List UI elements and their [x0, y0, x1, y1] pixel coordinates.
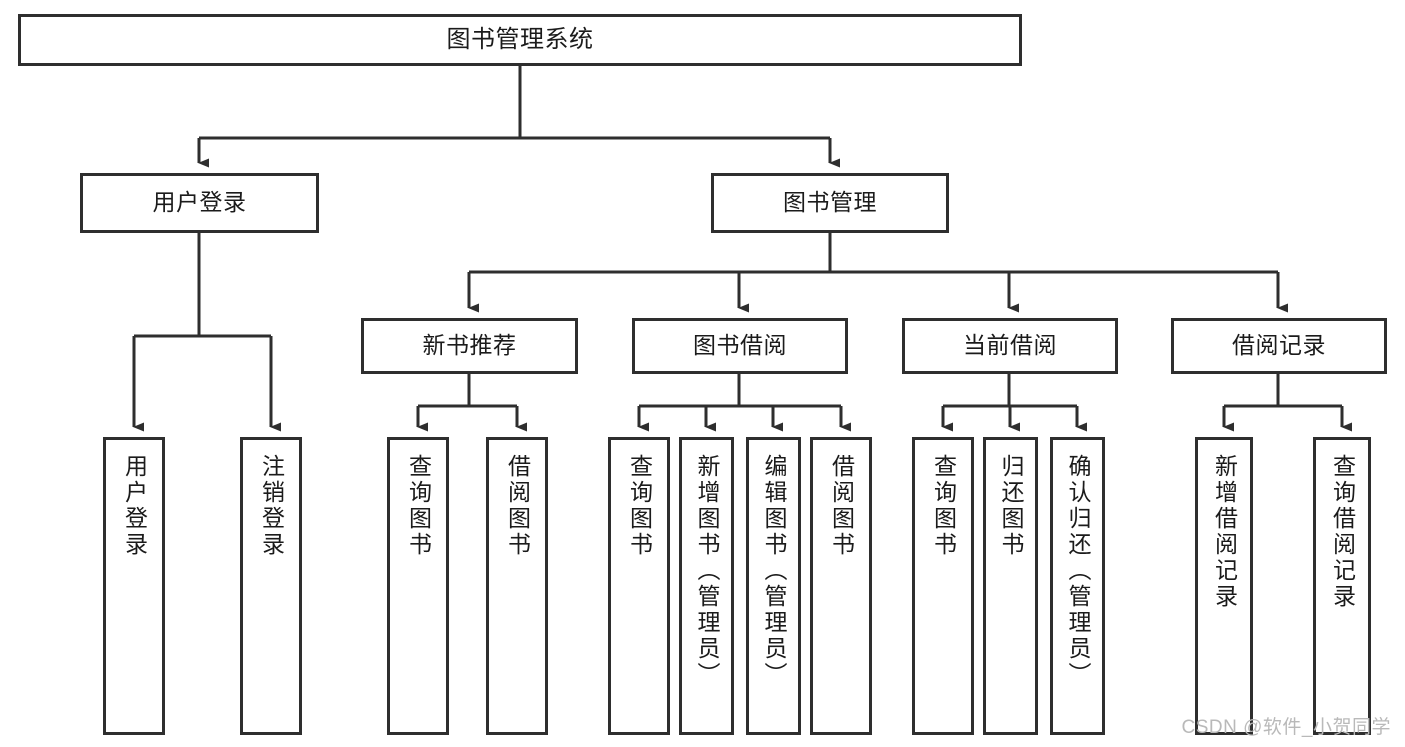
node-label: 新书推荐 — [422, 332, 517, 359]
node-label: 注销登录 — [258, 454, 285, 558]
node-label: 借阅记录 — [1232, 332, 1326, 359]
node-label: 新增图书（管理员） — [694, 454, 720, 688]
leaf-user-logout[interactable]: 注销登录 — [240, 437, 302, 735]
leaf-return-book[interactable]: 归还图书 — [983, 437, 1038, 735]
node-label: 归还图书 — [998, 454, 1024, 558]
leaf-query-borrow-record[interactable]: 查询借阅记录 — [1313, 437, 1371, 735]
node-label: 图书借阅 — [693, 332, 787, 359]
leaf-query-book-borrow[interactable]: 查询图书 — [608, 437, 670, 735]
node-new-book-recommend[interactable]: 新书推荐 — [361, 318, 578, 374]
leaf-borrow-book-recommend[interactable]: 借阅图书 — [486, 437, 548, 735]
leaf-user-login[interactable]: 用户登录 — [103, 437, 165, 735]
node-label: 图书管理系统 — [446, 25, 594, 53]
node-label: 图书管理 — [783, 189, 877, 216]
leaf-add-book-admin[interactable]: 新增图书（管理员） — [679, 437, 734, 735]
node-label: 查询图书 — [405, 454, 432, 558]
node-label: 确认归还（管理员） — [1065, 454, 1091, 688]
node-current-borrow[interactable]: 当前借阅 — [902, 318, 1118, 374]
leaf-query-book-current[interactable]: 查询图书 — [912, 437, 974, 735]
node-borrow-record[interactable]: 借阅记录 — [1171, 318, 1387, 374]
node-book-management[interactable]: 图书管理 — [711, 173, 949, 233]
leaf-edit-book-admin[interactable]: 编辑图书（管理员） — [746, 437, 801, 735]
node-label: 当前借阅 — [963, 332, 1057, 359]
node-book-borrow[interactable]: 图书借阅 — [632, 318, 848, 374]
node-label: 查询借阅记录 — [1329, 454, 1356, 610]
leaf-add-borrow-record[interactable]: 新增借阅记录 — [1195, 437, 1253, 735]
node-label: 用户登录 — [152, 189, 247, 216]
node-label: 借阅图书 — [504, 454, 531, 558]
leaf-confirm-return-admin[interactable]: 确认归还（管理员） — [1050, 437, 1105, 735]
node-user-login[interactable]: 用户登录 — [80, 173, 319, 233]
node-label: 编辑图书（管理员） — [761, 454, 787, 688]
watermark-text: CSDN @软件_小贺同学 — [1181, 717, 1391, 738]
node-label: 用户登录 — [121, 454, 148, 558]
node-label: 查询图书 — [626, 454, 653, 558]
leaf-query-book-recommend[interactable]: 查询图书 — [387, 437, 449, 735]
node-label: 查询图书 — [930, 454, 957, 558]
leaf-borrow-book[interactable]: 借阅图书 — [810, 437, 872, 735]
node-label: 借阅图书 — [828, 454, 855, 558]
node-root-book-management-system[interactable]: 图书管理系统 — [18, 14, 1022, 66]
node-label: 新增借阅记录 — [1211, 454, 1238, 610]
